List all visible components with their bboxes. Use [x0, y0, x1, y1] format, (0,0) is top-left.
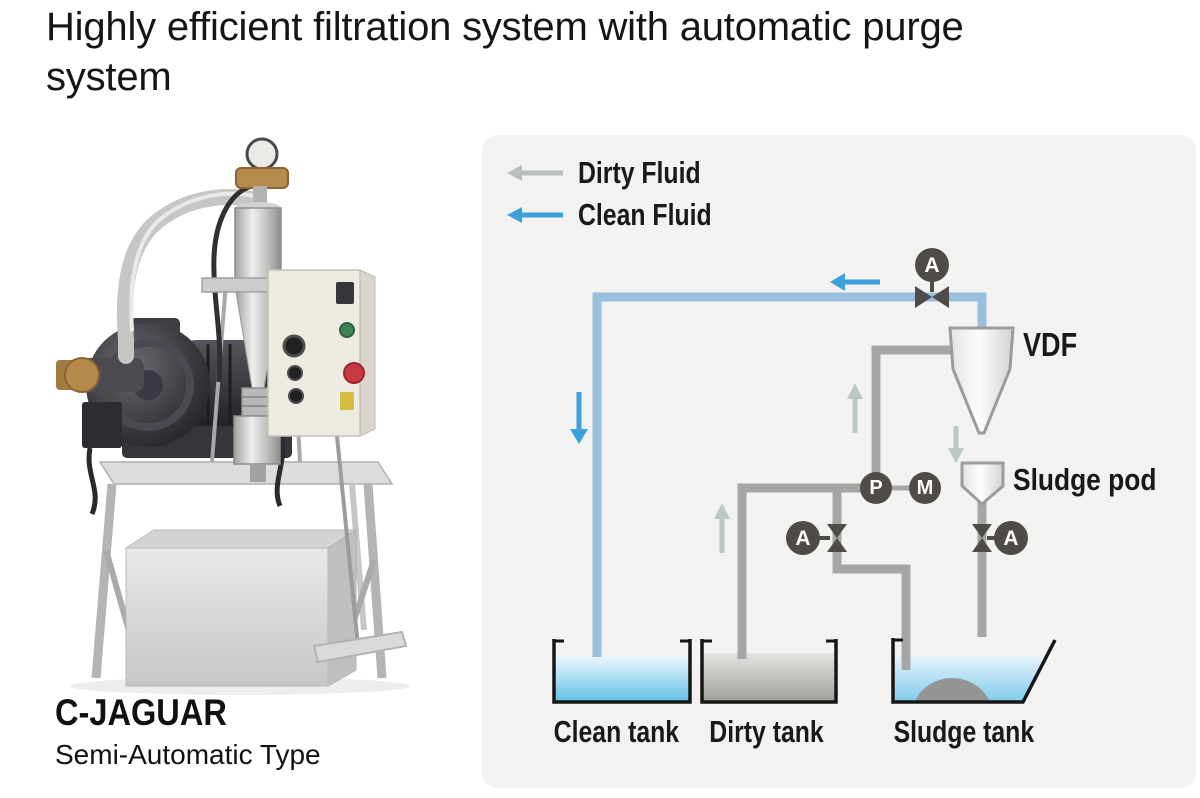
pressure-gauge [245, 137, 279, 171]
machine-control-box [267, 269, 376, 437]
auto-valve-badge-pod: A [994, 521, 1028, 555]
green-pilot-light [339, 322, 355, 338]
cable [211, 183, 253, 383]
dirty-tank-fluid [702, 653, 836, 702]
clean-fluid-pipe [592, 292, 987, 657]
push-button [282, 334, 306, 358]
sludge-tank-outline [891, 638, 1057, 704]
sludge-pod-label: Sludge pod [1013, 462, 1157, 497]
dirty-suction-pipe [737, 483, 862, 659]
clean-fluid-arrow-icon [507, 207, 563, 223]
clean-flow-arrow-left [830, 273, 845, 291]
clean-tank-outline [552, 639, 692, 704]
legend-clean-label: Clean Fluid [578, 197, 712, 232]
motor-badge: M [909, 472, 941, 504]
clean-flow-arrows [570, 273, 880, 444]
purge-pipe [832, 492, 911, 670]
auto-valve-badge-top: A [915, 248, 949, 282]
flow-hint-arrow-down-pod [948, 448, 964, 463]
auto-valve-purge [827, 524, 847, 538]
sludge-pod-shape [960, 461, 1005, 506]
page-title-line1: Highly efficient filtration system with … [46, 5, 964, 49]
legend-dirty-fluid: Dirty Fluid [505, 156, 731, 190]
flow-hint-arrow-up-discharge [847, 383, 863, 399]
machine-illustration [56, 137, 410, 695]
vdf-label: VDF [1023, 326, 1078, 363]
clean-flow-arrow-down [570, 429, 588, 444]
pump-discharge-pipe [871, 345, 951, 480]
push-button [287, 365, 303, 381]
page-title: Highly efficient filtration system with … [46, 2, 964, 102]
legend-dirty-label: Dirty Fluid [578, 155, 701, 190]
tank-outlines [552, 638, 1057, 704]
dirty-fluid-arrow-icon [507, 165, 563, 181]
flow-diagram [552, 273, 1057, 704]
brass-inlet [64, 357, 100, 393]
warning-label [340, 392, 354, 410]
machine-stand [70, 425, 410, 695]
brass-valve [235, 167, 289, 189]
product-photo [30, 130, 470, 700]
auto-valve-badge-purge: A [786, 521, 820, 555]
scraper-handle [334, 425, 360, 647]
auto-valve-pod [972, 524, 992, 538]
push-button [288, 388, 304, 404]
sludge-mound [915, 678, 990, 702]
flow-hint-arrows [714, 383, 964, 553]
sludge-tank-label: Sludge tank [893, 714, 1035, 749]
product-type: Semi-Automatic Type [55, 739, 321, 770]
flow-hint-arrow-up-suction [714, 503, 730, 519]
dirty-tank-outline [700, 639, 838, 704]
vdf-filter-shape [948, 326, 1015, 435]
auto-valve-top [915, 286, 932, 308]
legend-clean-fluid: Clean Fluid [505, 198, 745, 232]
clean-tank-water [554, 655, 690, 702]
valves [818, 280, 996, 552]
diagram-panel: Dirty Fluid Clean Fluid VDF Sludge pod C… [482, 135, 1196, 788]
scraper-blade [312, 630, 408, 664]
product-name: C-JAGUAR [55, 692, 227, 733]
clean-tank-label: Clean tank [553, 714, 679, 749]
dirty-tank-label: Dirty tank [708, 714, 824, 749]
emergency-stop-button [343, 362, 365, 384]
page-title-line2: system [46, 55, 172, 99]
pump-badge: P [860, 472, 892, 504]
